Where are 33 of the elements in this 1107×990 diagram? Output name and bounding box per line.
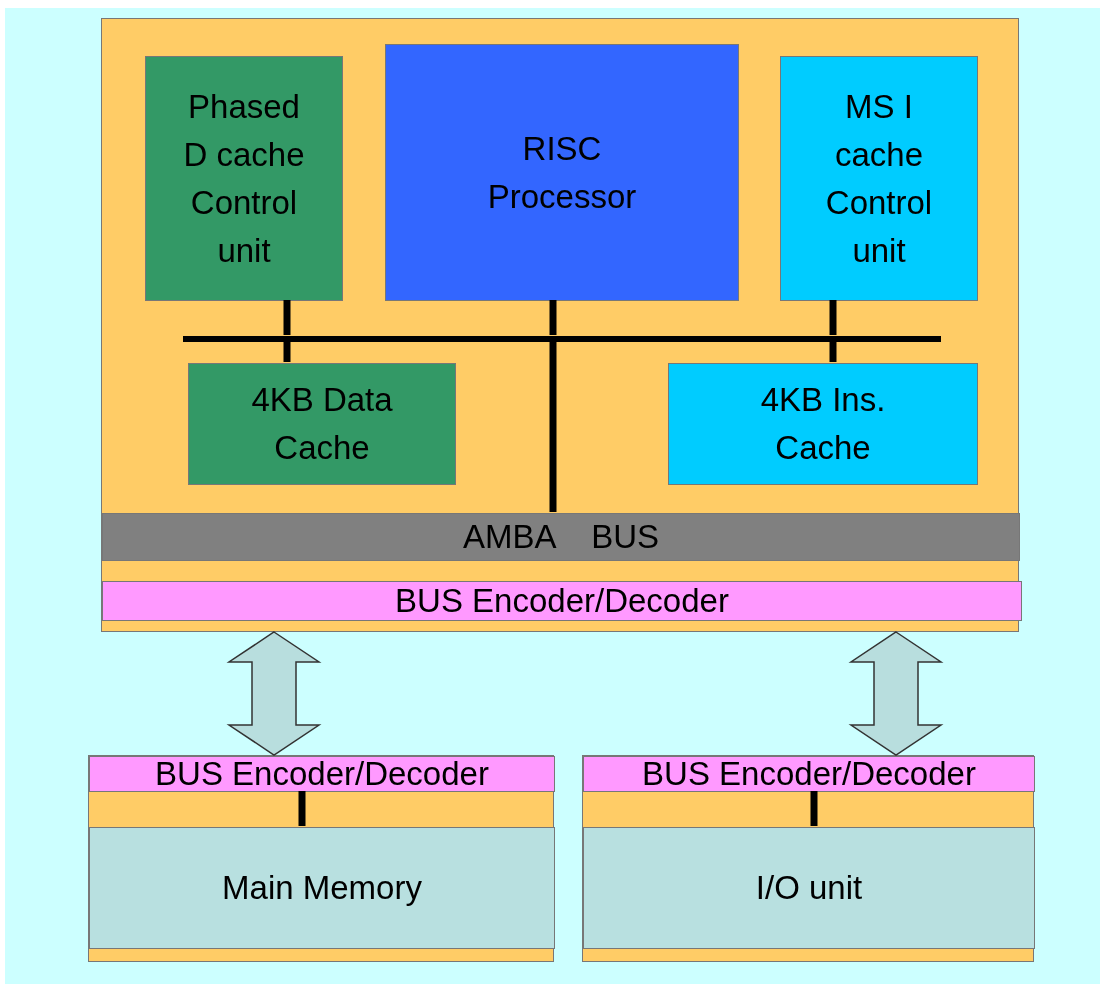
double-arrow <box>848 631 944 756</box>
block-label: MS I cache Control unit <box>824 86 934 271</box>
connector-line <box>549 341 557 512</box>
cache-box <box>668 363 978 485</box>
memory-module-box <box>88 755 554 962</box>
block-label: 4KB Data Cache <box>250 380 394 468</box>
bus-bar <box>183 336 941 342</box>
control-unit-box <box>145 56 343 301</box>
block-label: BUS Encoder/Decoder <box>155 756 489 792</box>
processor-box <box>385 44 739 301</box>
encoder-band <box>89 756 555 792</box>
io-module-box <box>582 755 1034 962</box>
memory-box <box>89 827 555 949</box>
block-label: BUS Encoder/Decoder <box>395 581 729 621</box>
encoder-band <box>583 756 1035 792</box>
encoder-band <box>102 581 1022 621</box>
block-label: Main Memory <box>222 868 422 908</box>
chip-box <box>101 18 1019 632</box>
cache-box <box>188 363 456 485</box>
io-box <box>583 827 1035 949</box>
block-label: BUS Encoder/Decoder <box>642 756 976 792</box>
block-label: I/O unit <box>755 868 863 908</box>
connector-line <box>829 341 837 362</box>
control-unit-box <box>780 56 978 301</box>
block-label: 4KB Ins. Cache <box>759 380 887 468</box>
double-arrow <box>226 631 322 756</box>
connector-line <box>298 791 306 826</box>
bus-band <box>102 513 1020 561</box>
block-label: RISC Processor <box>486 128 638 217</box>
connector-line <box>283 341 291 362</box>
block-label: AMBA BUS <box>462 517 660 557</box>
connector-line <box>810 791 818 826</box>
block-label: Phased D cache Control unit <box>182 86 306 271</box>
